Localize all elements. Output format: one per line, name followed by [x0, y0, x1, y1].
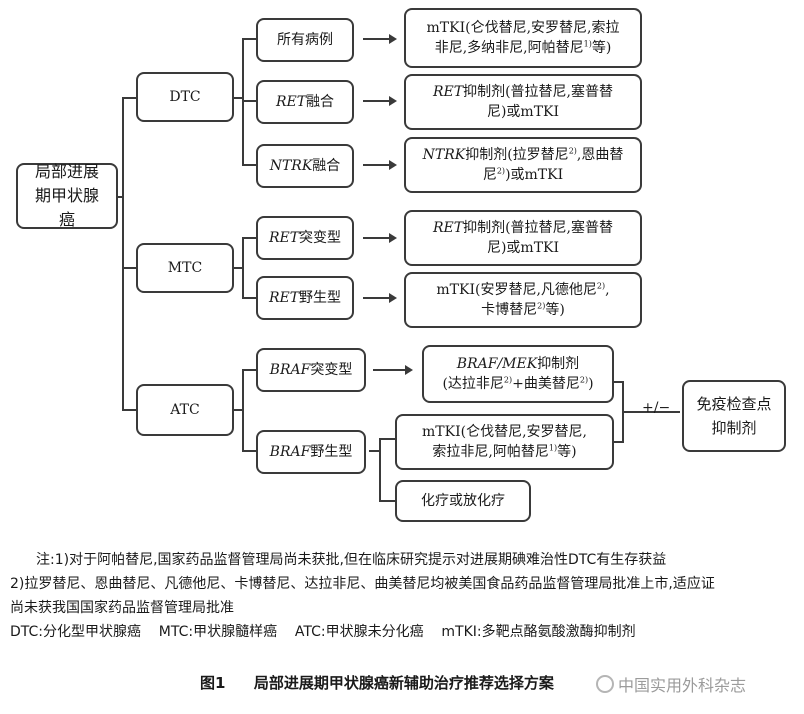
ret-fusion-box: RET融合 [256, 80, 354, 124]
braf-wt-to-mtki [379, 438, 395, 440]
braf-wt-trunk [379, 438, 381, 502]
atc-wt-treatment-box: mTKI(仑伐替尼,安罗替尼, 索拉非尼,阿帕替尼1)等) [395, 414, 614, 470]
braf-wt-connector [369, 450, 381, 452]
watermark: 中国实用外科杂志 [596, 672, 746, 696]
braf-wt-to-chemo [379, 500, 395, 502]
to-atc [122, 409, 136, 411]
mtc-box: MTC [136, 243, 234, 293]
figure-title: 局部进展期甲状腺癌新辅助治疗推荐选择方案 [253, 674, 554, 692]
dtc-all-treatment-line2: 非尼,多纳非尼,阿帕替尼1)等) [434, 39, 612, 56]
atc-wt-treatment-line2: 索拉非尼,阿帕替尼1)等) [432, 443, 577, 460]
dtc-label: DTC [169, 89, 201, 105]
root-connector [116, 196, 124, 198]
dtc-all-treatment-box: mTKI(仑伐替尼,安罗替尼,索拉 非尼,多纳非尼,阿帕替尼1)等) [404, 8, 642, 68]
mtc-ret-treatment-line2: 尼)或mTKI [486, 240, 560, 256]
atc-mut-treatment-line2: (达拉非尼2)+曲美替尼2)) [442, 375, 594, 392]
ret-mutant-label: RET突变型 [268, 230, 342, 246]
mtc-ret-treatment-box: RET抑制剂(普拉替尼,塞普替 尼)或mTKI [404, 210, 642, 266]
mtc-label: MTC [167, 260, 203, 276]
mtc-connector [234, 267, 244, 269]
dtc-ret-treatment-line1: RET抑制剂(普拉替尼,塞普替 [432, 84, 614, 100]
immune-line2: 抑制剂 [711, 419, 757, 437]
atc-connector [234, 409, 244, 411]
immune-line1: 免疫检查点 [696, 395, 772, 413]
dtc-to-ntrk [242, 164, 256, 166]
mtc-wt-treatment-box: mTKI(安罗替尼,凡德他尼2), 卡博替尼2)等) [404, 272, 642, 328]
atc-wt-treatment-line1: mTKI(仑伐替尼,安罗替尼, [422, 424, 587, 440]
arrow-all-cases [363, 34, 397, 44]
dtc-ntrk-treatment-line1: NTRK抑制剂(拉罗替尼2),恩曲替 [422, 146, 624, 163]
ret-wildtype-box: RET野生型 [256, 276, 354, 320]
note-line-4: DTC:分化型甲状腺癌 MTC:甲状腺髓样癌 ATC:甲状腺未分化癌 mTKI:… [10, 624, 636, 640]
ntrk-fusion-box: NTRK融合 [256, 144, 354, 188]
arrow-ret-mutant [363, 233, 397, 243]
arrow-ret-fusion [363, 96, 397, 106]
atc-mut-treatment-box: BRAF/MEK抑制剂 (达拉非尼2)+曲美替尼2)) [422, 345, 614, 403]
atc-bracket-vert [622, 381, 624, 443]
all-cases-label: 所有病例 [277, 32, 333, 48]
arrow-ret-wildtype [363, 293, 397, 303]
dtc-ret-treatment-box: RET抑制剂(普拉替尼,塞普替 尼)或mTKI [404, 74, 642, 130]
wechat-logo-icon [596, 675, 614, 693]
figure-caption: 图1 局部进展期甲状腺癌新辅助治疗推荐选择方案 [200, 672, 554, 693]
atc-box: ATC [136, 384, 234, 436]
arrow-braf-mutant [373, 365, 413, 375]
to-dtc [122, 97, 136, 99]
note-line-1: 注:1)对于阿帕替尼,国家药品监督管理局尚未获批,但在临床研究提示对进展期碘难治… [36, 552, 667, 568]
braf-mutant-box: BRAF突变型 [256, 348, 366, 392]
watermark-text: 中国实用外科杂志 [618, 676, 747, 695]
ret-mutant-box: RET突变型 [256, 216, 354, 260]
atc-mut-treatment-line1: BRAF/MEK抑制剂 [456, 356, 580, 372]
plus-minus-label: +/− [642, 400, 671, 416]
dtc-trunk [242, 38, 244, 166]
atc-trunk [242, 369, 244, 452]
chemo-box: 化疗或放化疗 [395, 480, 531, 522]
mtc-to-wt [242, 297, 256, 299]
arrow-ntrk-fusion [363, 160, 397, 170]
dtc-ntrk-treatment-line2: 尼2))或mTKI [482, 166, 564, 183]
dtc-box: DTC [136, 72, 234, 122]
dtc-connector [234, 97, 244, 99]
dtc-to-all [242, 38, 256, 40]
braf-mutant-label: BRAF突变型 [269, 362, 353, 378]
ret-wildtype-label: RET野生型 [268, 290, 342, 306]
footnotes: 注:1)对于阿帕替尼,国家药品监督管理局尚未获批,但在临床研究提示对进展期碘难治… [10, 548, 800, 644]
braf-wildtype-label: BRAF野生型 [269, 444, 353, 460]
atc-to-wt [242, 450, 256, 452]
dtc-to-ret [242, 100, 256, 102]
braf-wildtype-box: BRAF野生型 [256, 430, 366, 474]
mtc-to-mut [242, 237, 256, 239]
root-label: 局部进展期甲状腺癌 [34, 162, 99, 229]
dtc-all-treatment-line1: mTKI(仑伐替尼,安罗替尼,索拉 [426, 20, 620, 36]
to-mtc [122, 267, 136, 269]
mtc-ret-treatment-line1: RET抑制剂(普拉替尼,塞普替 [432, 220, 614, 236]
dtc-ret-treatment-line2: 尼)或mTKI [486, 104, 560, 120]
atc-to-mut [242, 369, 256, 371]
ntrk-fusion-label: NTRK融合 [269, 158, 341, 174]
atc-to-immune-line [624, 411, 680, 413]
atc-bracket-bottom [614, 441, 624, 443]
immune-checkpoint-box: 免疫检查点 抑制剂 [682, 380, 786, 452]
ret-fusion-label: RET融合 [275, 94, 335, 110]
root-trunk [122, 97, 124, 411]
note-line-2: 2)拉罗替尼、恩曲替尼、凡德他尼、卡博替尼、达拉非尼、曲美替尼均被美国食品药品监… [10, 576, 715, 592]
note-line-3: 尚未获我国国家药品监督管理局批准 [10, 600, 234, 616]
atc-label: ATC [170, 402, 200, 418]
mtc-wt-treatment-line1: mTKI(安罗替尼,凡德他尼2), [436, 281, 610, 298]
figure-number: 图1 [200, 674, 226, 692]
mtc-wt-treatment-line2: 卡博替尼2)等) [481, 301, 565, 318]
mtc-trunk [242, 237, 244, 299]
all-cases-box: 所有病例 [256, 18, 354, 62]
root-box: 局部进展期甲状腺癌 [16, 162, 118, 229]
dtc-ntrk-treatment-box: NTRK抑制剂(拉罗替尼2),恩曲替 尼2))或mTKI [404, 137, 642, 193]
chemo-label: 化疗或放化疗 [421, 493, 505, 509]
atc-bracket-top [614, 381, 624, 383]
